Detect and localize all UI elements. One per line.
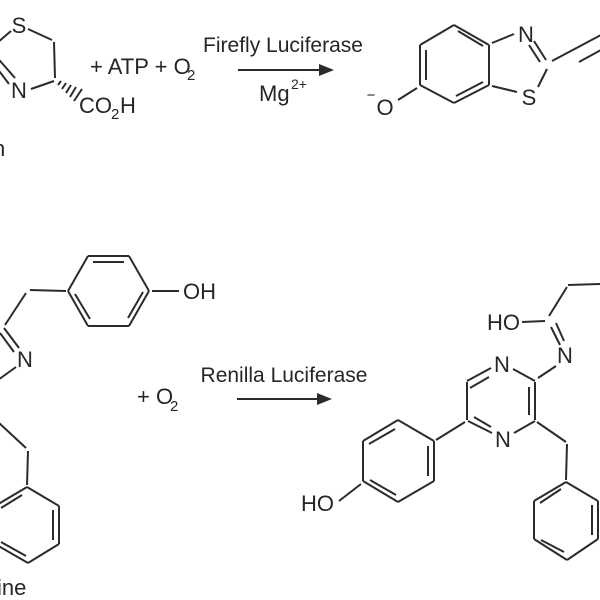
benzyl-ring-bonds xyxy=(533,421,599,561)
nitrogen-atom-label: N xyxy=(11,78,27,103)
phenolate-oxygen-label: O xyxy=(376,95,393,120)
luciferin-name-fragment: n xyxy=(0,136,5,161)
amide-ho-label: HO xyxy=(487,310,520,335)
phenolate-minus-sign: − xyxy=(367,87,376,104)
pyrazine-n1-label: N xyxy=(494,352,510,377)
phenol-ho-label: HO xyxy=(301,491,334,516)
imidate-chain-bonds xyxy=(521,283,600,379)
coelenterazine-name-fragment: ine xyxy=(0,575,26,600)
carboxyl-subscript: 2 xyxy=(111,106,119,123)
pyrazine-ring-bonds xyxy=(466,367,536,434)
stereo-hash-wedge xyxy=(57,80,83,102)
imidazole-fragment-bonds xyxy=(0,289,67,380)
d-luciferin-structure: S N CO 2 H n xyxy=(0,13,136,161)
coelenterazine-structure: N OH ine xyxy=(0,255,216,600)
arrowhead xyxy=(317,393,332,405)
renilla-reaction-arrow: Renilla Luciferase xyxy=(201,364,368,405)
benzothiazole-n-label: N xyxy=(518,22,534,47)
firefly-enzyme-label: Firefly Luciferase xyxy=(203,34,363,57)
firefly-reaction-arrow: Firefly Luciferase Mg 2+ xyxy=(203,34,363,106)
magnesium-charge: 2+ xyxy=(291,76,307,92)
benzyl-fragment-bonds xyxy=(0,422,60,564)
phenol-oh-label: OH xyxy=(183,279,216,304)
imine-n-label: N xyxy=(557,343,573,368)
benzothiazole-s-label: S xyxy=(522,85,537,110)
sulfur-atom-label: S xyxy=(12,13,27,38)
firefly-reagents: + ATP + O 2 xyxy=(90,54,195,84)
hydroxyphenyl-ring-bonds xyxy=(67,255,179,327)
hydroxyphenyl-ring-bonds xyxy=(338,419,466,503)
thiazoline-ring-bonds xyxy=(0,28,56,90)
magnesium-label: Mg xyxy=(259,81,290,106)
coelenteramide-structure: HO N N N HO xyxy=(301,283,600,561)
o2-subscript: 2 xyxy=(187,67,195,84)
o2-subscript: 2 xyxy=(170,398,178,415)
arrowhead xyxy=(319,64,334,76)
coelenterazine-n-label: N xyxy=(17,347,33,372)
oxyluciferin-structure: − O N S xyxy=(367,22,600,120)
benzothiazole-bonds xyxy=(397,24,600,104)
carboxyl-h-label: H xyxy=(120,93,136,118)
renilla-enzyme-label: Renilla Luciferase xyxy=(201,364,368,387)
o2-text: + O xyxy=(137,384,173,409)
atp-o2-text: + ATP + O xyxy=(90,54,191,79)
renilla-reagents: + O 2 xyxy=(137,384,178,415)
carboxyl-label: CO xyxy=(79,93,112,118)
pyrazine-n4-label: N xyxy=(495,427,511,452)
